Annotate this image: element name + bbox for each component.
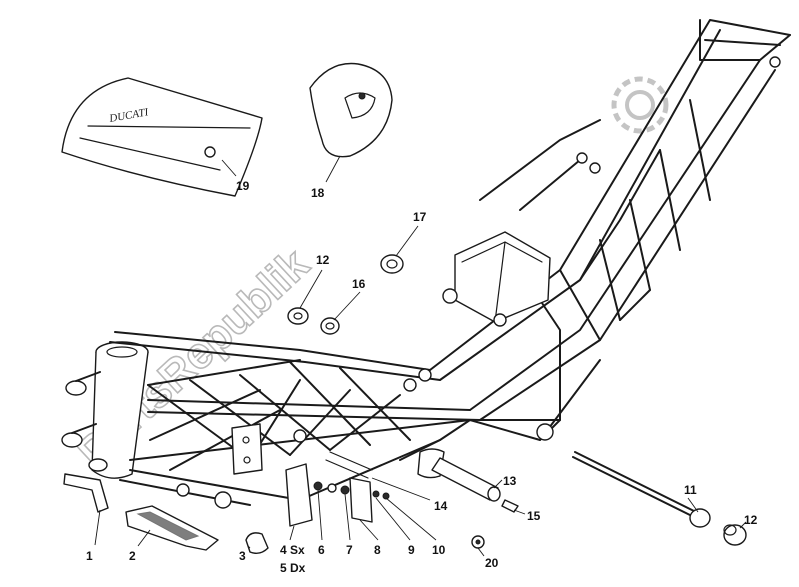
callout-c13: 13 bbox=[503, 474, 517, 488]
callout-c9: 9 bbox=[408, 543, 415, 557]
frame-plate-1 bbox=[63, 473, 109, 513]
plug-12 bbox=[723, 524, 747, 546]
rubber-bush-12-upper bbox=[287, 307, 309, 325]
callout-c8: 8 bbox=[374, 543, 381, 557]
callout-c18: 18 bbox=[311, 186, 325, 200]
steering-head bbox=[61, 341, 149, 479]
callout-c2: 2 bbox=[129, 549, 136, 563]
callout-c12a: 12 bbox=[744, 513, 758, 527]
leader-lines bbox=[94, 155, 747, 557]
callout-c5: 5 Dx bbox=[280, 561, 306, 575]
callout-c20: 20 bbox=[485, 556, 499, 570]
tool-pouch: DUCATI bbox=[61, 77, 263, 197]
rubber-cover bbox=[309, 62, 393, 158]
engine-mount-plate bbox=[231, 423, 263, 475]
frame-lugs bbox=[176, 56, 781, 509]
fastener-set bbox=[313, 451, 390, 523]
callout-c4: 4 Sx bbox=[280, 543, 305, 557]
callout-c19: 19 bbox=[236, 179, 250, 193]
battery-tray bbox=[454, 231, 551, 323]
callout-c3: 3 bbox=[239, 549, 246, 563]
callout-c10: 10 bbox=[432, 543, 446, 557]
rubber-bush-17 bbox=[380, 254, 404, 274]
callout-c15: 15 bbox=[527, 509, 541, 523]
callout-c12b: 12 bbox=[316, 253, 330, 267]
callout-c17: 17 bbox=[413, 210, 427, 224]
spacer-tube bbox=[431, 457, 501, 502]
side-bracket bbox=[285, 463, 313, 527]
callout-c14: 14 bbox=[434, 499, 448, 513]
callout-c6: 6 bbox=[318, 543, 325, 557]
callout-c1: 1 bbox=[86, 549, 93, 563]
clip bbox=[245, 532, 269, 555]
cap-20 bbox=[471, 535, 485, 549]
bolt-15 bbox=[501, 499, 519, 513]
callout-c7: 7 bbox=[346, 543, 353, 557]
gear-watermark-icon bbox=[611, 76, 669, 134]
callout-c16: 16 bbox=[352, 277, 366, 291]
pivot-shaft bbox=[572, 451, 711, 528]
skid-plate bbox=[125, 505, 219, 551]
rubber-bush-16 bbox=[320, 317, 340, 335]
callout-c11: 11 bbox=[684, 483, 697, 497]
